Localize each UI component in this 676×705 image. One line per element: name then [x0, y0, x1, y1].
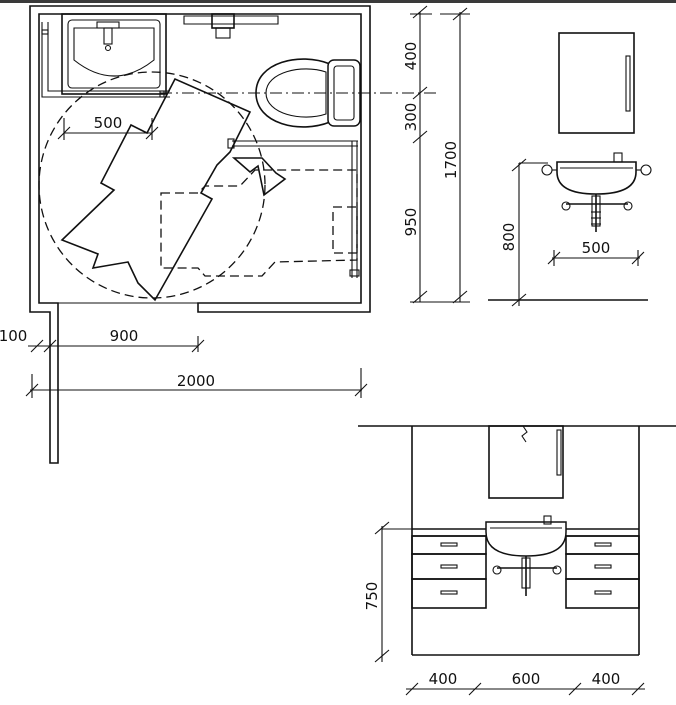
basin-elevation: 800 500 — [488, 32, 652, 307]
top-border — [0, 0, 676, 3]
dim-vanity-height: 750 — [363, 582, 381, 611]
dim-lower-zone: 950 — [402, 208, 420, 237]
plan-depth-dimensions: 400 300 950 1700 — [402, 5, 470, 304]
vanity-washbasin — [485, 515, 567, 596]
dim-basin-width: 500 — [94, 114, 123, 132]
floor-plan: 400 300 950 1700 500 100 900 — [0, 5, 470, 464]
plan-wheelchair-straight — [160, 169, 358, 277]
vanity-left-cabinet — [411, 535, 487, 609]
dim-door-wall: 100 — [0, 327, 27, 345]
dim-vanity-basin: 600 — [512, 670, 541, 688]
plan-width-dimensions: 100 900 2000 — [0, 327, 368, 398]
dim-basin-elev-width: 500 — [582, 239, 611, 257]
plan-washbasin — [61, 13, 167, 95]
dim-door-width: 900 — [110, 327, 139, 345]
plan-turning-circle — [38, 71, 266, 299]
plan-toilet-grab-bar — [183, 13, 279, 39]
dim-total-depth: 1700 — [442, 141, 460, 179]
plan-turn-arrow-icon — [231, 157, 287, 197]
vanity-elevation: 750 400 600 400 — [358, 425, 676, 696]
plan-basin-dimension: 500 — [57, 114, 159, 140]
dim-basin-height: 800 — [500, 223, 518, 252]
plan-walls — [29, 5, 371, 464]
dim-gap-zone: 300 — [402, 103, 420, 132]
elevation-washbasin — [541, 152, 652, 232]
dim-total-width: 2000 — [177, 372, 215, 390]
elevation-mirror — [558, 32, 635, 134]
vanity-right-cabinet — [565, 535, 640, 609]
dim-right-cabinet: 400 — [592, 670, 621, 688]
dim-toilet-zone: 400 — [402, 42, 420, 71]
dim-left-cabinet: 400 — [429, 670, 458, 688]
plan-basin-grab-bar — [41, 22, 170, 98]
plan-side-grab-bar — [227, 138, 360, 278]
plan-wheelchair-rotated — [60, 77, 252, 302]
vanity-mirror — [488, 425, 564, 499]
